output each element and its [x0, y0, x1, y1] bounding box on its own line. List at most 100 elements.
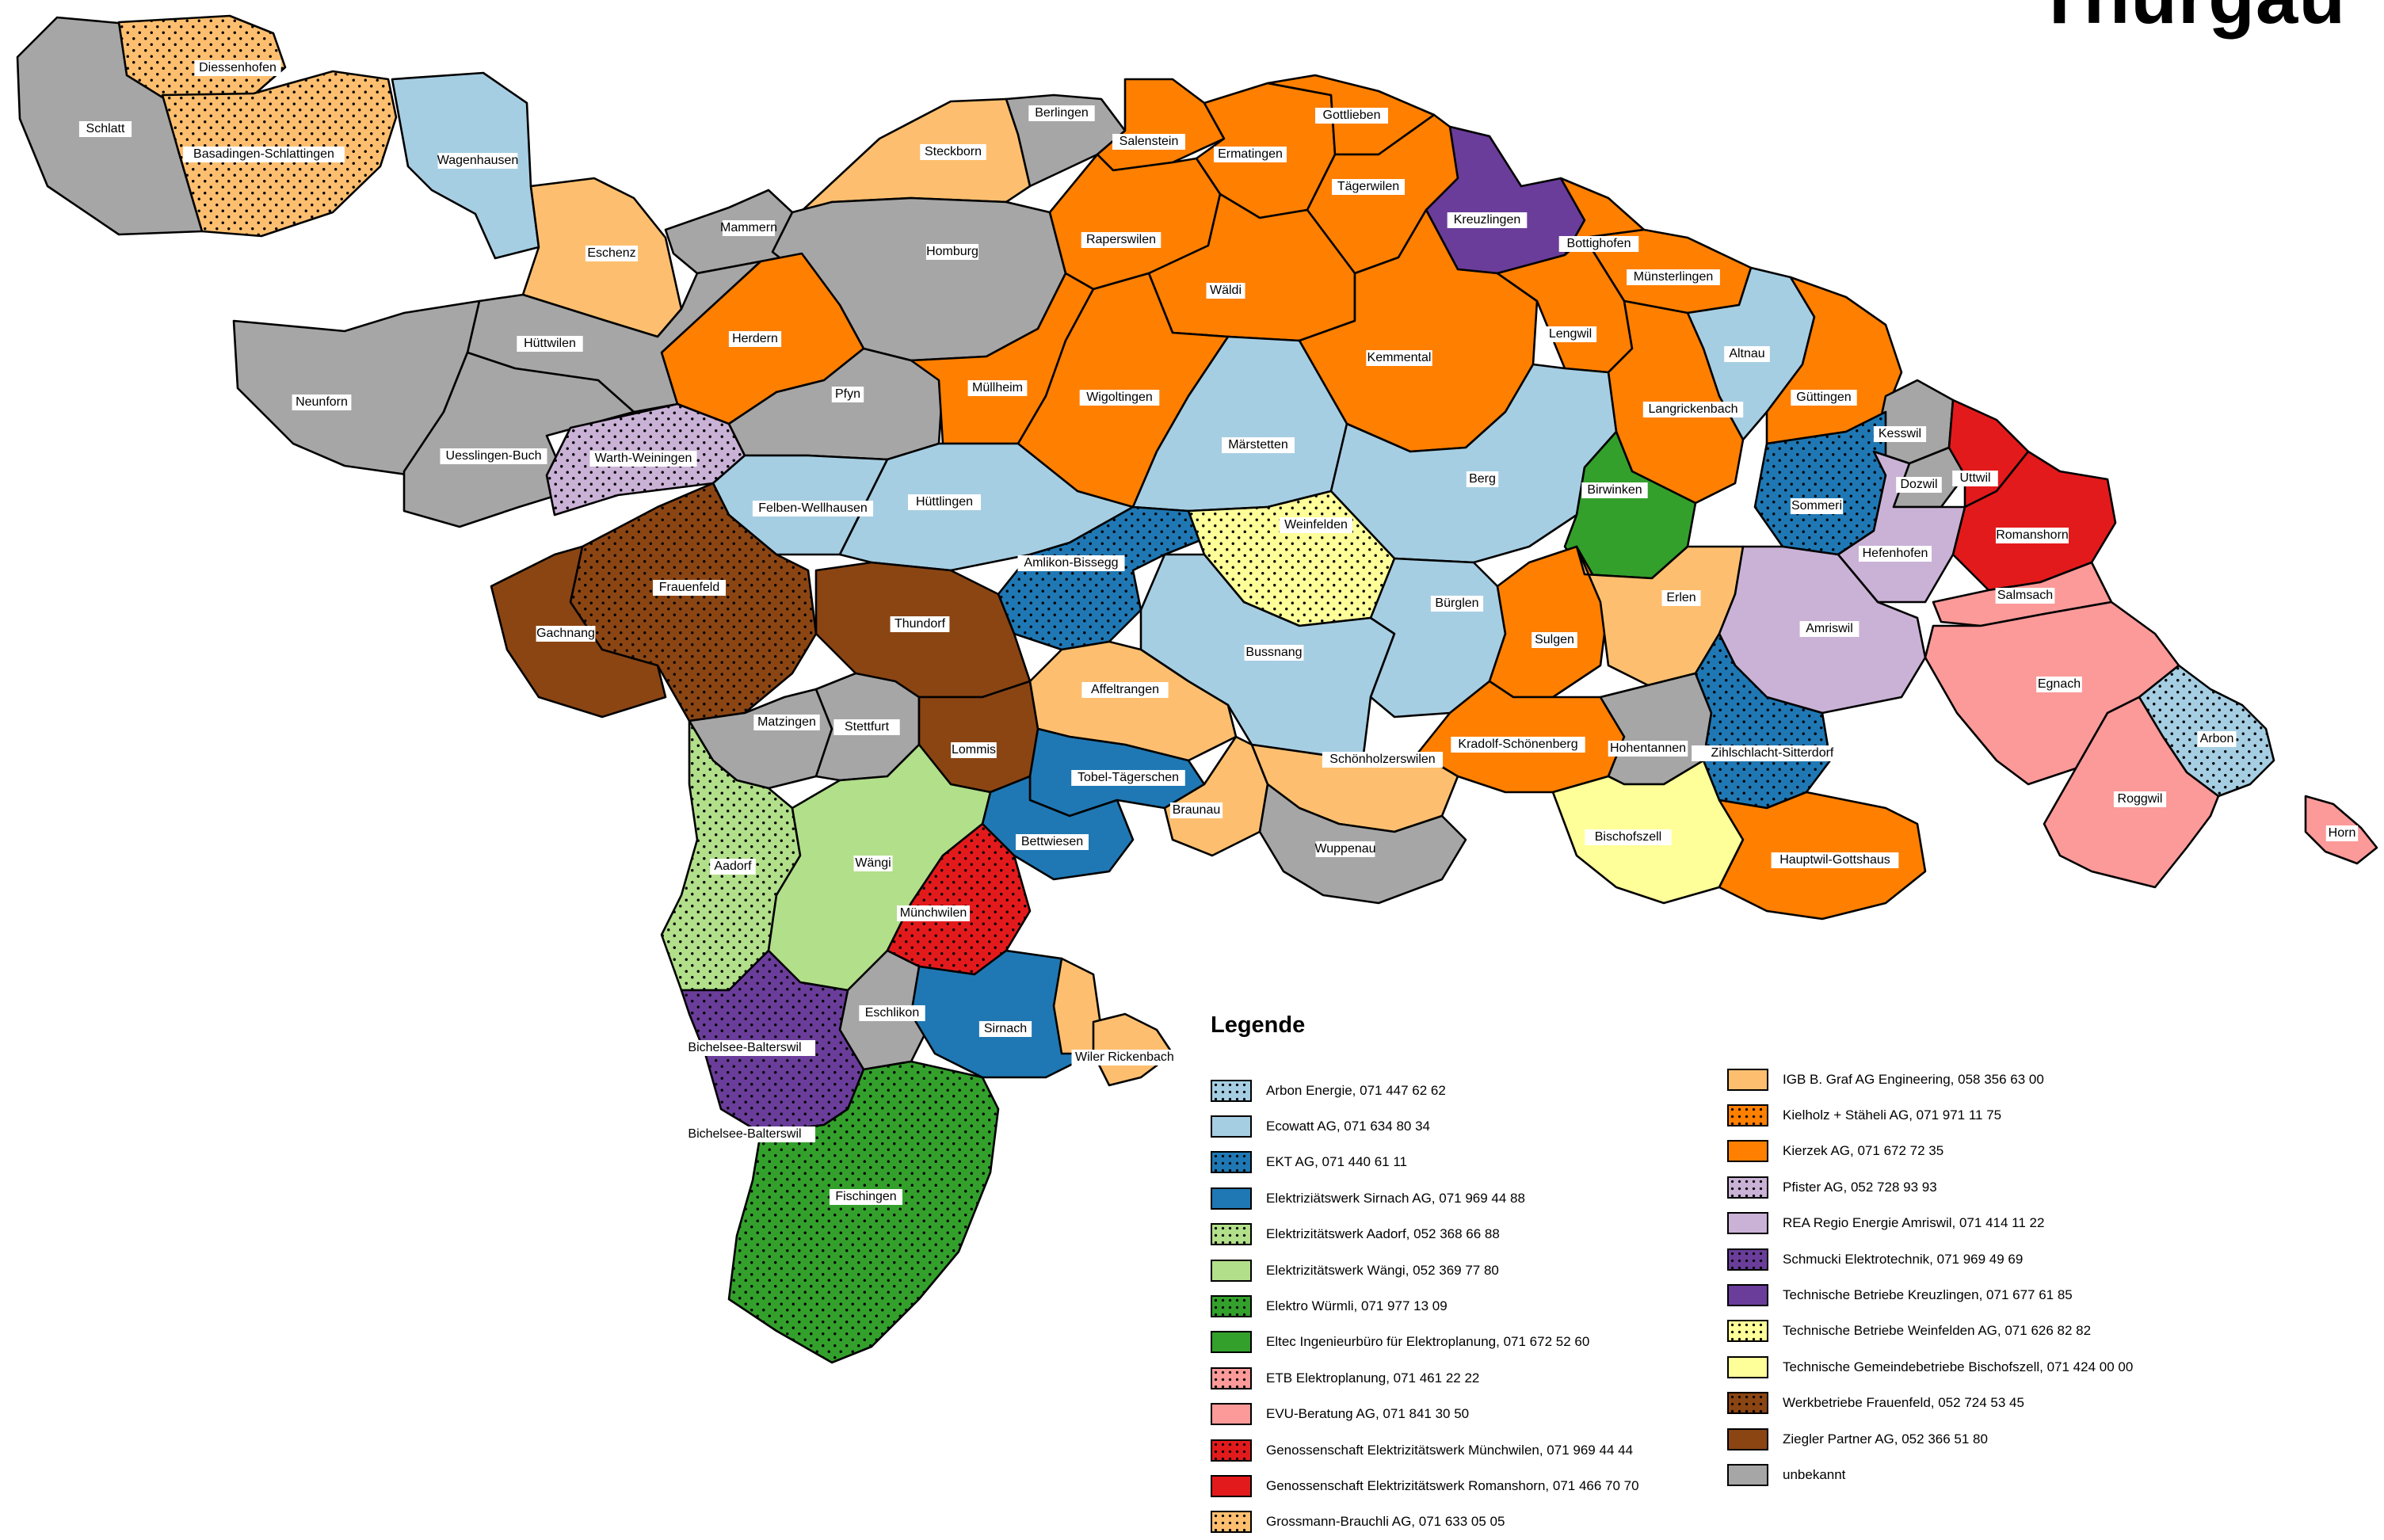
- label-langrickenbach-halo: [1642, 402, 1744, 417]
- legend-title: Legende: [1211, 1012, 1306, 1038]
- label-maerstetten: Märstetten: [1222, 437, 1295, 453]
- label-huettlingen-text: Hüttlingen: [916, 495, 973, 509]
- label-kradolf-schoenenberg: Kradolf-Schönenberg: [1451, 737, 1585, 753]
- legend-item-gromanshorn: Genossenschaft Elektrizitätswerk Romansh…: [1211, 1468, 1639, 1504]
- label-braunau-halo: [1169, 802, 1223, 818]
- label-kemmental: Kemmental: [1366, 350, 1432, 366]
- label-neunforn-halo: [292, 395, 352, 410]
- legend-item-pfister: Pfister AG, 052 728 93 93: [1727, 1169, 2133, 1205]
- legend-label-tgbischofszell: Technische Gemeindebetriebe Bischofszell…: [1783, 1359, 2134, 1374]
- label-felben-wellhausen-halo: [752, 501, 874, 517]
- legend-label-kielholz: Kielholz + Stäheli AG, 071 971 11 75: [1783, 1107, 2002, 1123]
- legend-swatch-igb: [1727, 1068, 1768, 1091]
- label-roggwil-halo: [2113, 791, 2167, 807]
- label-bussnang: Bussnang: [1244, 645, 1304, 661]
- label-neunforn: Neunforn: [292, 395, 352, 410]
- label-buerglen: Bürglen: [1430, 596, 1484, 612]
- label-weinfelden-text: Weinfelden: [1284, 518, 1348, 532]
- label-aadorf-halo: [710, 859, 756, 875]
- label-taegerwilen-halo: [1332, 179, 1405, 195]
- label-zihlschlacht-sitterdorf: Zihlschlacht-Sitterdorf: [1692, 745, 1853, 761]
- label-wigoltingen-text: Wigoltingen: [1086, 391, 1153, 404]
- label-amlikon-bissegg-text: Amlikon-Bissegg: [1024, 556, 1118, 570]
- label-steckborn-halo: [920, 144, 986, 160]
- municipality-steckborn: [799, 97, 1032, 214]
- legend-item-igb: IGB B. Graf AG Engineering, 058 356 63 0…: [1727, 1062, 2133, 1097]
- label-bottighofen-text: Bottighofen: [1567, 237, 1631, 250]
- label-braunau: Braunau: [1169, 802, 1223, 818]
- label-erlen: Erlen: [1661, 590, 1701, 606]
- label-kradolf-schoenenberg-text: Kradolf-Schönenberg: [1458, 738, 1577, 751]
- label-kreuzlingen-halo: [1447, 212, 1528, 228]
- label-raperswilen-text: Raperswilen: [1086, 233, 1156, 246]
- legend-item-wbfrauenfeld: Werkbetriebe Frauenfeld, 052 724 53 45: [1727, 1386, 2133, 1421]
- label-steckborn-text: Steckborn: [925, 145, 982, 158]
- legend-item-sirnach: Elektriziätswerk Sirnach AG, 071 969 44 …: [1211, 1180, 1639, 1216]
- label-fischingen: Fischingen: [830, 1189, 902, 1205]
- label-dozwil: Dozwil: [1896, 477, 1942, 493]
- label-salmsach: Salmsach: [1995, 588, 2055, 604]
- label-sirnach-text: Sirnach: [984, 1022, 1027, 1035]
- label-warth-weiningen-text: Warth-Weiningen: [595, 452, 692, 465]
- label-arbon: Arbon: [2197, 731, 2237, 747]
- label-egnach-text: Egnach: [2038, 677, 2081, 691]
- label-muenchwilen: Münchwilen: [897, 905, 970, 921]
- label-lengwil-halo: [1543, 326, 1597, 342]
- label-wagenhausen-halo: [437, 153, 518, 169]
- label-eschenz-text: Eschenz: [587, 246, 635, 260]
- label-hefenhofen-halo: [1859, 546, 1932, 562]
- label-waengi-text: Wängi: [855, 856, 891, 870]
- label-waengi-halo: [853, 856, 893, 871]
- label-buerglen-text: Bürglen: [1435, 597, 1478, 610]
- label-pfyn: Pfyn: [831, 387, 864, 402]
- label-kemmental-text: Kemmental: [1367, 351, 1432, 364]
- label-sulgen-halo: [1531, 632, 1577, 648]
- legend-swatch-evu: [1211, 1403, 1252, 1426]
- label-ermatingen-halo: [1214, 147, 1287, 162]
- label-bischofszell-text: Bischofszell: [1595, 830, 1661, 844]
- label-kesswil: Kesswil: [1873, 426, 1927, 442]
- label-huettwilen: Hüttwilen: [517, 336, 583, 352]
- legend-item-ziegler: Ziegler Partner AG, 052 366 51 80: [1727, 1421, 2133, 1457]
- label-thundorf-halo: [890, 616, 950, 632]
- legend-label-pfister: Pfister AG, 052 728 93 93: [1783, 1179, 1937, 1195]
- legend-label-wbfrauenfeld: Werkbetriebe Frauenfeld, 052 724 53 45: [1783, 1395, 2024, 1411]
- label-gottlieben: Gottlieben: [1315, 108, 1388, 124]
- label-muensterlingen-text: Münsterlingen: [1634, 270, 1714, 284]
- legend-label-grossmann: Grossmann-Brauchli AG, 071 633 05 05: [1266, 1514, 1505, 1530]
- label-kesswil-halo: [1873, 426, 1927, 442]
- label-altnau-halo: [1724, 346, 1770, 362]
- legend-item-schmucki: Schmucki Elektrotechnik, 071 969 49 69: [1727, 1241, 2133, 1277]
- label-eschlikon: Eschlikon: [859, 1005, 925, 1021]
- legend-item-etb: ETB Elektroplanung, 071 461 22 22: [1211, 1360, 1639, 1396]
- label-bischofszell-halo: [1585, 829, 1672, 845]
- label-tobel-taegerschen-halo: [1071, 770, 1185, 786]
- label-gottlieben-text: Gottlieben: [1323, 109, 1381, 122]
- label-ermatingen: Ermatingen: [1214, 147, 1287, 162]
- label-wigoltingen: Wigoltingen: [1079, 390, 1160, 406]
- label-muellheim: Müllheim: [967, 380, 1028, 396]
- label-lengwil-text: Lengwil: [1549, 327, 1592, 341]
- label-ermatingen-text: Ermatingen: [1218, 147, 1283, 161]
- legend-item-tbkreuzlingen: Technische Betriebe Kreuzlingen, 071 677…: [1727, 1277, 2133, 1313]
- legend-label-evu: EVU-Beratung AG, 071 841 30 50: [1266, 1406, 1470, 1422]
- label-bichelsee-balterswil-halo: [674, 1040, 815, 1056]
- label-kreuzlingen-text: Kreuzlingen: [1454, 213, 1521, 227]
- label-altnau-text: Altnau: [1729, 347, 1764, 360]
- label-horn: Horn: [2325, 825, 2359, 841]
- label-sommeri-text: Sommeri: [1791, 499, 1842, 513]
- label-dozwil-halo: [1896, 477, 1942, 493]
- label-thundorf: Thundorf: [890, 616, 950, 632]
- legend-swatch-ecowatt: [1211, 1115, 1252, 1138]
- label-stettfurt-text: Stettfurt: [845, 720, 890, 734]
- label-salmsach-halo: [1995, 588, 2055, 604]
- label-mammern-text: Mammern: [720, 221, 777, 234]
- label-affeltrangen-text: Affeltrangen: [1091, 683, 1159, 696]
- legend-item-unbekannt: unbekannt: [1727, 1457, 2133, 1492]
- label-horn-text: Horn: [2329, 826, 2356, 840]
- legend-label-aadorf: Elektrizitätswerk Aadorf, 052 368 66 88: [1266, 1226, 1500, 1242]
- label-waeldi-text: Wäldi: [1210, 284, 1242, 297]
- legend-swatch-waengi: [1211, 1259, 1252, 1282]
- label-salenstein: Salenstein: [1112, 134, 1185, 150]
- label-taegerwilen-text: Tägerwilen: [1337, 180, 1399, 193]
